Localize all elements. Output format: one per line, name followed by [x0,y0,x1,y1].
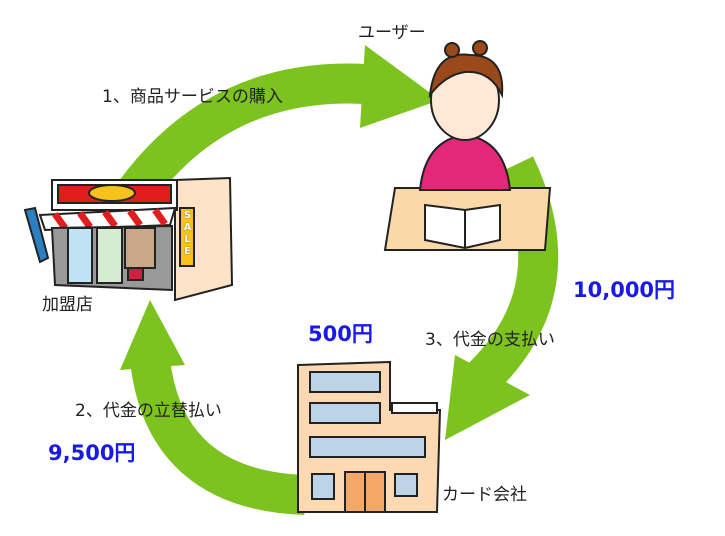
store-sale-sign: SALE [182,210,193,258]
store-payment-amount: 9,500円 [48,441,136,465]
arrow-reimbursement [120,300,307,515]
card-company-illustration [297,360,442,513]
store-label: 加盟店 [42,295,93,315]
user-illustration [383,40,552,251]
fee-amount: 500円 [308,322,373,346]
step3-label: 3、代金の支払い [425,330,555,350]
store-illustration [23,176,234,302]
step1-label: 1、商品サービスの購入 [102,87,283,107]
user-payment-amount: 10,000円 [573,278,676,302]
arrow-purchase [113,45,440,212]
user-label: ユーザー [358,23,426,43]
card-company-label: カード会社 [442,485,527,505]
step2-label: 2、代金の立替払い [75,401,222,421]
